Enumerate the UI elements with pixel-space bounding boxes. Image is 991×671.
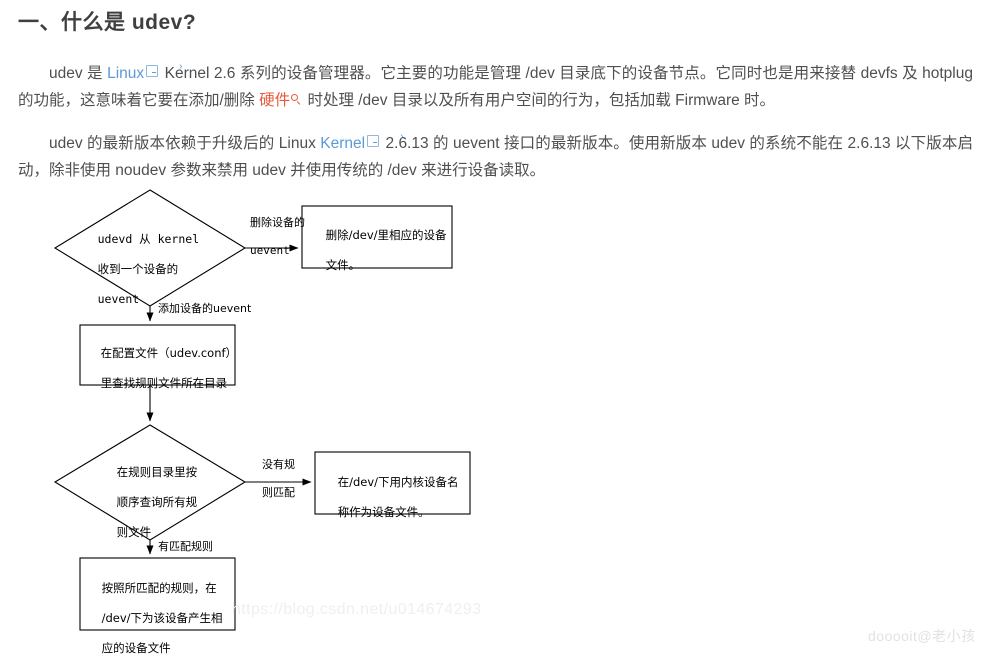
- decision-query-rules-line-1: 在规则目录里按: [116, 465, 198, 479]
- linux-link[interactable]: Linux: [107, 64, 145, 82]
- edge-no-rule-match-line-1: 没有规: [262, 458, 295, 471]
- flowchart-svg: [53, 189, 471, 631]
- decision-query-rules-line-2: 顺序查询所有规: [116, 495, 198, 509]
- process-create-by-rule-label: 按照所匹配的规则，在 /dev/下为该设备产生相 应的设备文件: [87, 566, 223, 671]
- decision-receive-uevent-line-1: udevd 从 kernel: [97, 232, 200, 246]
- process-find-rules-dir-line-1: 在配置文件（udev.conf）: [100, 346, 238, 360]
- edge-no-rule-match-line-2: 则匹配: [262, 486, 295, 499]
- process-use-kernel-name-label: 在/dev/下用内核设备名 称作为设备文件。: [323, 460, 459, 535]
- decision-receive-uevent-line-3: uevent: [97, 292, 140, 306]
- shape-process-find-rules-dir: [79, 324, 236, 386]
- page-title: 一、什么是 udev?: [18, 11, 197, 34]
- process-create-by-rule-line-3: 应的设备文件: [101, 641, 171, 655]
- paragraph-2-text-b: 2.6.13 的 uevent 接口的最新版本。使用新版本 udev 的系统不能…: [18, 134, 973, 179]
- watermark-url: https://blog.csdn.net/u014674293: [232, 601, 482, 618]
- process-create-by-rule-line-2: /dev/下为该设备产生相: [101, 611, 223, 625]
- shape-process-use-kernel-name: [314, 451, 471, 515]
- decision-receive-uevent-label: udevd 从 kernel 收到一个设备的 uevent: [83, 217, 200, 322]
- paragraph-1-text-b: Kernel 2.6 系列的设备管理器。它主要的功能是管理 /dev 目录底下的…: [18, 64, 973, 109]
- decision-receive-uevent-line-2: 收到一个设备的: [97, 262, 179, 276]
- edge-add-uevent-label: 添加设备的uevent: [158, 302, 252, 315]
- process-delete-device-file-line-1: 删除/dev/里相应的设备: [325, 228, 447, 242]
- search-icon[interactable]: [291, 93, 303, 106]
- edge-delete-uevent-line-2: uevent: [250, 244, 290, 257]
- decision-query-rules-label: 在规则目录里按 顺序查询所有规 则文件: [102, 450, 198, 555]
- edge-delete-uevent-line-1: 删除设备的: [250, 216, 305, 229]
- paragraph-1-text-c: 时处理 /dev 目录以及所有用户空间的行为，包括加载 Firmware 时。: [303, 91, 776, 109]
- kernel-link[interactable]: Kernel: [320, 134, 366, 152]
- paragraph-1-text-a: udev 是: [49, 64, 108, 82]
- udev-flow-diagram: udevd 从 kernel 收到一个设备的 uevent 删除/dev/里相应…: [30, 180, 510, 655]
- shape-process-create-by-rule: [79, 557, 236, 631]
- external-link-icon[interactable]: [367, 131, 403, 147]
- paragraph-what-is-udev: udev 是 Linux Kernel 2.6 系列的设备管理器。它主要的功能是…: [18, 60, 973, 114]
- edge-no-rule-match-label: 没有规 则匹配: [248, 444, 295, 514]
- edge-rule-match-label: 有匹配规则: [158, 540, 213, 553]
- watermark-author: dooooit@老小孩: [868, 628, 976, 644]
- paragraph-udev-version: udev 的最新版本依赖于升级后的 Linux Kernel 2.6.13 的 …: [18, 130, 973, 184]
- edge-delete-uevent-label: 删除设备的 uevent: [236, 202, 305, 272]
- process-find-rules-dir-line-2: 里查找规则文件所在目录: [100, 376, 228, 390]
- process-use-kernel-name-line-1: 在/dev/下用内核设备名: [337, 475, 459, 489]
- process-delete-device-file-label: 删除/dev/里相应的设备 文件。: [311, 213, 447, 288]
- process-find-rules-dir-label: 在配置文件（udev.conf） 里查找规则文件所在目录: [86, 331, 237, 406]
- process-use-kernel-name-line-2: 称作为设备文件。: [337, 505, 430, 519]
- external-link-icon[interactable]: [146, 61, 183, 77]
- decision-query-rules-line-3: 则文件: [116, 525, 152, 539]
- process-delete-device-file-line-2: 文件。: [325, 258, 361, 272]
- shape-process-delete-device-file: [301, 205, 453, 269]
- process-create-by-rule-line-1: 按照所匹配的规则，在: [101, 581, 217, 595]
- keyword-hardware[interactable]: 硬件: [259, 91, 291, 109]
- paragraph-2-text-a: udev 的最新版本依赖于升级后的 Linux: [49, 134, 321, 152]
